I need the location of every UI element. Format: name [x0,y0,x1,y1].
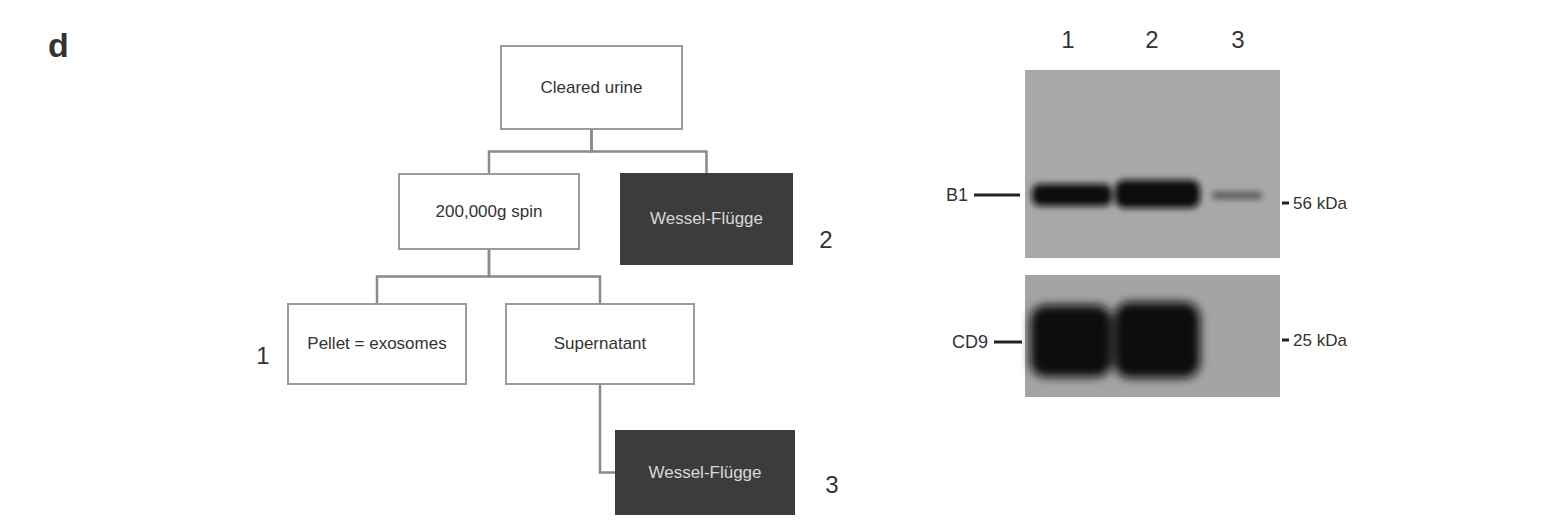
lane-number: 3 [1231,28,1244,52]
box-text: Wessel-Flügge [642,208,771,229]
connector-line [600,385,615,473]
box-text: 200,000g spin [428,201,551,222]
box-text: Wessel-Flügge [640,462,769,483]
connector-line [377,250,489,303]
lane-number: 1 [1061,28,1074,52]
box-text: Supernatant [546,333,655,354]
band-pointer [994,341,1022,344]
protein-band [1114,302,1200,378]
method-box: Wessel-Flügge [615,430,795,515]
blot-membrane [1025,70,1280,258]
connector-line [592,130,707,173]
method-box: Wessel-Flügge [620,173,793,265]
callout-number: 2 [819,228,832,252]
blot-membrane [1025,275,1280,397]
process-box: Cleared urine [500,45,683,130]
size-tick [1282,339,1289,342]
callout-number: 1 [256,344,269,368]
connector-line [489,250,600,303]
protein-name: B1 [946,186,968,204]
process-box: Pellet = exosomes [287,303,467,385]
protein-name: CD9 [952,333,988,351]
lane-number: 2 [1145,28,1158,52]
process-box: 200,000g spin [398,173,580,250]
protein-band [1115,180,1200,208]
process-box: Supernatant [505,303,695,385]
protein-band [1032,184,1112,206]
size-tick [1282,202,1289,205]
box-text: Cleared urine [532,77,650,98]
band-pointer [974,194,1020,197]
protein-band [1212,192,1262,199]
protein-band [1030,305,1112,377]
connector-line [489,130,592,173]
panel-letter: d [48,28,69,62]
box-text: Pellet = exosomes [299,333,454,354]
size-marker: 56 kDa [1293,195,1347,212]
callout-number: 3 [825,473,838,497]
size-marker: 25 kDa [1293,332,1347,349]
